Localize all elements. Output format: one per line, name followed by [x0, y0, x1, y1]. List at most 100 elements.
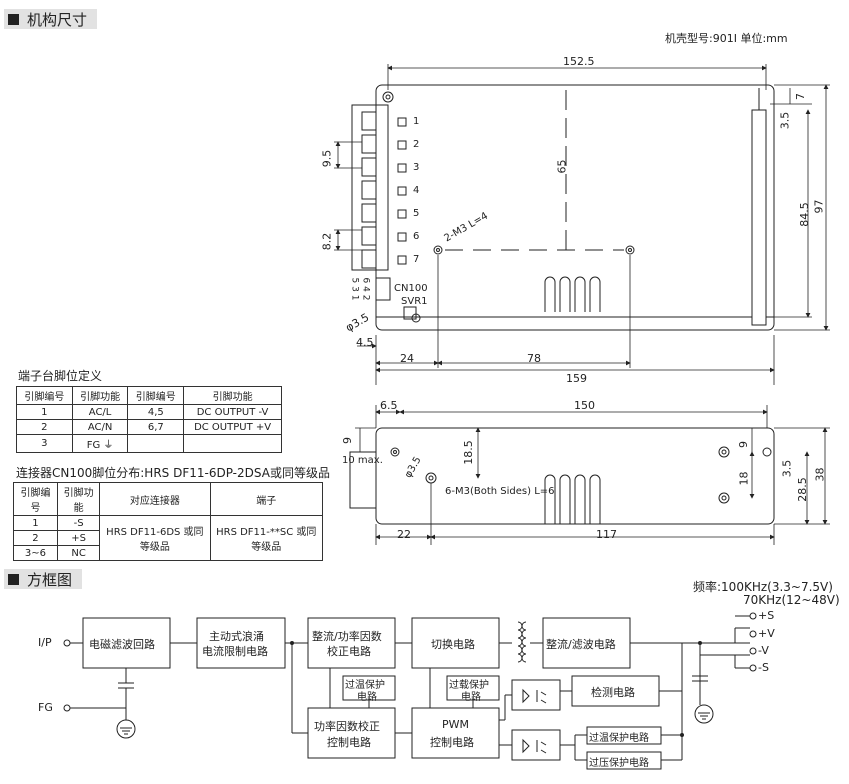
inrush-block-1: 主动式浪涌 — [209, 630, 264, 643]
th-pin-no: 引脚编号 — [16, 386, 73, 405]
table-row: 1 AC/L 4,5 DC OUTPUT -V — [16, 404, 282, 420]
cell: 2 — [13, 530, 58, 546]
mech-section-header: 机构尺寸 — [4, 9, 98, 29]
th-mating: 对应连接器 — [99, 482, 211, 516]
table-row: 2 +S — [13, 530, 323, 546]
detection-block: 检测电路 — [591, 686, 635, 699]
cell: 3 — [16, 434, 73, 453]
dim-18: 18 — [737, 471, 751, 486]
cell: -S — [56, 515, 101, 531]
pwm-block-2: 控制电路 — [430, 736, 474, 749]
cn100-pins-top: 6 4 2 — [360, 277, 371, 301]
side-view — [349, 427, 775, 525]
dim-22: 22 — [397, 528, 411, 541]
rectifier-block-1: 整流/功率因数 — [312, 630, 382, 643]
cell: 3~6 — [13, 545, 58, 561]
terminal-cell: HRS DF11-**SC 或同等级品 — [209, 515, 324, 561]
dim-3-5a: 3.5 — [778, 111, 792, 130]
cn100-label: CN100 — [394, 283, 428, 294]
terminal-5: 5 — [413, 208, 420, 219]
terminal-3: 3 — [413, 162, 420, 173]
freq-line-1: 频率:100KHz(3.3~7.5V) — [693, 580, 833, 594]
cell: NC — [56, 545, 101, 561]
cell: 1 — [13, 515, 58, 531]
th-pin-no: 引脚编号 — [13, 482, 58, 516]
cell: 2 — [16, 419, 73, 435]
rectifier-block-2: 校正电路 — [327, 645, 371, 658]
dim-3-5b: 3.5 — [780, 459, 794, 478]
cell: DC OUTPUT -V — [183, 404, 282, 420]
th-terminal: 端子 — [209, 482, 324, 516]
table-row: 3 FG ⏚ — [16, 434, 282, 453]
ip-label: I/P — [38, 636, 52, 649]
dim-9-5: 9.5 — [320, 149, 334, 168]
output-rectifier-block: 整流/滤波电路 — [546, 638, 616, 651]
th-pin-func: 引脚功能 — [56, 482, 101, 516]
square-bullet-icon — [8, 13, 19, 25]
cell: DC OUTPUT +V — [183, 419, 282, 435]
cell: FG ⏚ — [71, 434, 129, 453]
cn100-pins-bot: 5 3 1 — [349, 277, 360, 301]
out-plus-s: +S — [758, 609, 775, 622]
terminal-7: 7 — [413, 254, 420, 265]
dim-4-5: 4.5 — [356, 336, 374, 349]
otp-block-1: 过温保护 — [345, 680, 385, 691]
th-pin-func-2: 引脚功能 — [183, 386, 282, 405]
terminal-6: 6 — [413, 231, 420, 242]
cell — [127, 434, 185, 453]
block-title: 方框图 — [27, 570, 73, 589]
block-diagram — [63, 612, 757, 770]
th-pin-no-2: 引脚编号 — [127, 386, 185, 405]
dim-152-5: 152.5 — [563, 55, 595, 68]
cell — [183, 434, 282, 453]
inrush-block-2: 电流限制电路 — [202, 645, 268, 658]
otp-block-2: 电路 — [357, 692, 377, 703]
dim-97: 97 — [812, 199, 826, 214]
ovp-output-block: 过压保护电路 — [589, 758, 649, 769]
terminal-table: 引脚编号 引脚功能 引脚编号 引脚功能 1 AC/L 4,5 DC OUTPUT… — [16, 386, 282, 453]
connector-table: 引脚编号 引脚功能 对应连接器 端子 1 -S HRS DF11-6DS 或同等… — [13, 482, 324, 561]
case-info: 机壳型号:901I 单位:mm — [665, 32, 788, 45]
switching-block: 切换电路 — [431, 638, 475, 651]
freq-line-2: 70KHz(12~48V) — [743, 593, 840, 607]
dim-9b: 9 — [737, 441, 750, 448]
th-pin-func: 引脚功能 — [71, 386, 129, 405]
dim-9a: 9 — [341, 437, 354, 444]
cell: 6,7 — [127, 419, 185, 435]
pfc-control-block-2: 控制电路 — [327, 736, 371, 749]
cell: 1 — [16, 404, 73, 420]
out-plus-v: +V — [758, 627, 775, 640]
pwm-block-1: PWM — [442, 718, 470, 731]
block-section-header: 方框图 — [4, 569, 83, 589]
cell: 4,5 — [127, 404, 185, 420]
olp-block-2: 电路 — [461, 692, 481, 703]
dim-38: 38 — [813, 467, 827, 482]
dim-7: 7 — [794, 93, 807, 100]
mating-cell: HRS DF11-6DS 或同等级品 — [99, 515, 211, 561]
cell: +S — [56, 530, 101, 546]
terminal-2: 2 — [413, 139, 420, 150]
terminal-table-title: 端子台脚位定义 — [18, 369, 103, 383]
fg-label: FG — [38, 701, 53, 714]
pfc-control-block-1: 功率因数校正 — [314, 720, 380, 733]
dim-78: 78 — [527, 352, 541, 365]
cell: AC/L — [71, 404, 129, 420]
table-row: 3~6 NC — [13, 545, 323, 561]
svr1-label: SVR1 — [401, 296, 428, 307]
dim-84-5: 84.5 — [797, 202, 811, 227]
square-bullet-icon — [8, 573, 19, 585]
cell: AC/N — [71, 419, 129, 435]
dim-65: 65 — [555, 159, 569, 174]
terminal-1: 1 — [413, 116, 420, 127]
emi-filter-block: 电磁滤波回路 — [89, 638, 155, 651]
table-row: 2 AC/N 6,7 DC OUTPUT +V — [16, 419, 282, 435]
connector-table-title: 连接器CN100脚位分布:HRS DF11-6DP-2DSA或同等级品 — [16, 466, 330, 480]
top-view — [351, 84, 775, 331]
mech-title: 机构尺寸 — [27, 10, 88, 29]
dim-8-2: 8.2 — [320, 232, 334, 251]
dim-159: 159 — [566, 372, 587, 385]
dim-24: 24 — [400, 352, 414, 365]
dim-28-5: 28.5 — [795, 477, 809, 502]
dim-18-5: 18.5 — [461, 440, 475, 465]
